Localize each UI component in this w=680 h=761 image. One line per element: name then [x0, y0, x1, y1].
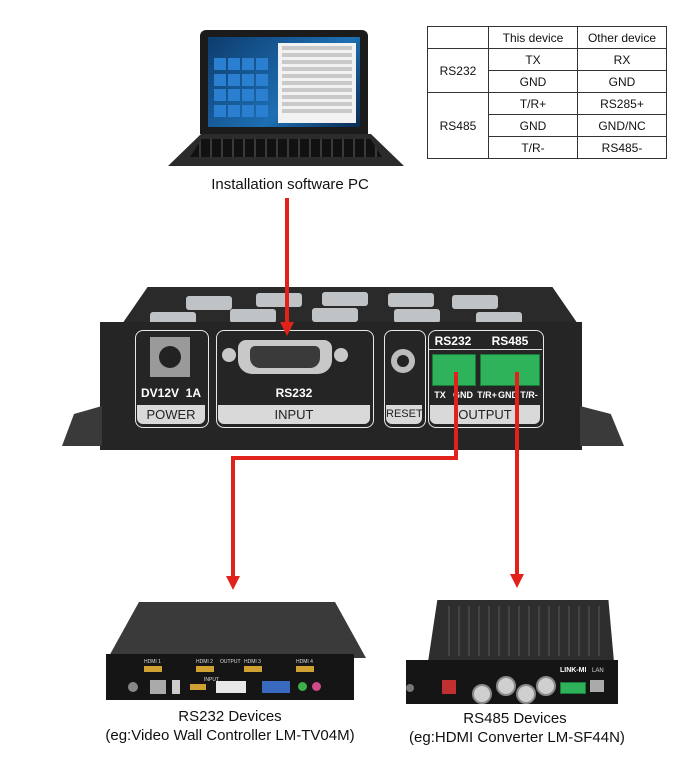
lan-port: [590, 680, 604, 692]
table-cell: RS285+: [577, 92, 667, 115]
power-spec: DV12V 1A: [140, 386, 202, 400]
pin-label: GND: [453, 390, 473, 400]
rs485-devices-example: (eg:HDMI Converter LM-SF44N): [409, 729, 625, 746]
rj45-port: [150, 680, 166, 694]
input-label-small: INPUT: [204, 677, 219, 683]
rs232-devices-example: (eg:Video Wall Controller LM-TV04M): [105, 727, 355, 744]
rs232-header: RS232: [434, 334, 472, 348]
rs485-terminal-block: [480, 354, 540, 386]
hdmi1-label: HDMI 1: [144, 659, 161, 665]
hdmi2-label: HDMI 2: [196, 659, 213, 665]
table-cell: T/R-: [488, 136, 578, 159]
pin-label: GND: [498, 390, 518, 400]
table-cell: GND/NC: [577, 114, 667, 137]
hdmi-port: [296, 666, 314, 672]
rs485-header: RS485: [491, 334, 529, 348]
hdmi-port: [244, 666, 262, 672]
bnc-connector: [516, 684, 536, 704]
lan-label: LAN: [592, 668, 604, 674]
top-button: [256, 293, 302, 307]
pc-caption: Installation software PC: [211, 176, 369, 193]
header-divider: [428, 349, 542, 350]
flange-hole: [406, 684, 414, 692]
output-label: OUTPUT: [430, 405, 540, 424]
audio-port: [298, 682, 307, 691]
input-port-label: RS232: [275, 386, 313, 400]
top-button: [322, 292, 368, 306]
table-cell: T/R+: [488, 92, 578, 115]
rs485-devices-title: RS485 Devices: [463, 710, 567, 727]
link-rs232-horizontal: [231, 456, 458, 460]
power-panel: [135, 330, 209, 428]
hdmi4-label: HDMI 4: [296, 659, 313, 665]
link-rs485-vertical: [515, 372, 519, 576]
table-cell: RX: [577, 48, 667, 71]
dip-switch: [442, 680, 456, 694]
dvi-port: [216, 681, 246, 693]
brand-logo: LINK-MI: [560, 667, 587, 674]
group-rs232: RS232: [427, 48, 489, 93]
top-button: [312, 308, 358, 322]
link-rs232-vertical: [454, 372, 458, 460]
input-label: INPUT: [218, 405, 370, 424]
rs232-devices-title: RS232 Devices: [178, 708, 282, 725]
cooling-fins: [440, 606, 608, 656]
top-button: [388, 293, 434, 307]
hdmi-port: [144, 666, 162, 672]
dc-jack: [150, 337, 190, 377]
bnc-connector: [496, 676, 516, 696]
hdmi-port: [196, 666, 214, 672]
output-panel: [428, 330, 544, 428]
bnc-connector: [472, 684, 492, 704]
hdmi-in-port: [190, 684, 206, 690]
arrow-to-rs232-device: [226, 576, 240, 590]
mounting-flange-right: [580, 406, 624, 446]
top-button: [452, 295, 498, 309]
software-window: [278, 43, 356, 123]
hdmi3-label: HDMI 3: [244, 659, 261, 665]
header-other-device: Other device: [577, 26, 667, 49]
reset-button: [391, 349, 415, 373]
table-cell: GND: [577, 70, 667, 93]
table-corner: [427, 26, 489, 49]
power-label: POWER: [137, 405, 205, 424]
top-button: [394, 309, 440, 323]
table-cell: GND: [488, 114, 578, 137]
arrow-to-rs485-device: [510, 574, 524, 588]
laptop-keyboard: [190, 139, 382, 157]
pin-label: TX: [434, 390, 446, 400]
reset-label: RESET: [386, 405, 423, 424]
pin-label: T/R+: [477, 390, 497, 400]
table-cell: RS485-: [577, 136, 667, 159]
rs485-device-terminal: [560, 682, 586, 694]
start-menu-tiles: [214, 58, 270, 118]
mounting-flange-left: [62, 406, 102, 446]
reset-panel: [384, 330, 426, 428]
top-button: [186, 296, 232, 310]
rs232-device-top: [108, 602, 366, 658]
usb-port: [172, 680, 180, 694]
vga-port: [262, 681, 290, 693]
table-cell: TX: [488, 48, 578, 71]
link-rs232-drop: [231, 456, 235, 578]
bnc-connector: [536, 676, 556, 696]
pin-label: T/R-: [520, 390, 538, 400]
header-this-device: This device: [488, 26, 578, 49]
top-button: [230, 309, 276, 323]
dc-port: [128, 682, 138, 692]
pin-mapping-table: This device Other device RS232 TX RX GND…: [427, 26, 667, 159]
input-panel: [216, 330, 374, 428]
audio-port: [312, 682, 321, 691]
db9-connector: [222, 340, 348, 374]
output-label-small: OUTPUT: [220, 659, 241, 665]
table-cell: GND: [488, 70, 578, 93]
arrow-to-input: [280, 322, 294, 336]
link-pc-to-input: [285, 198, 289, 326]
group-rs485: RS485: [427, 92, 489, 159]
